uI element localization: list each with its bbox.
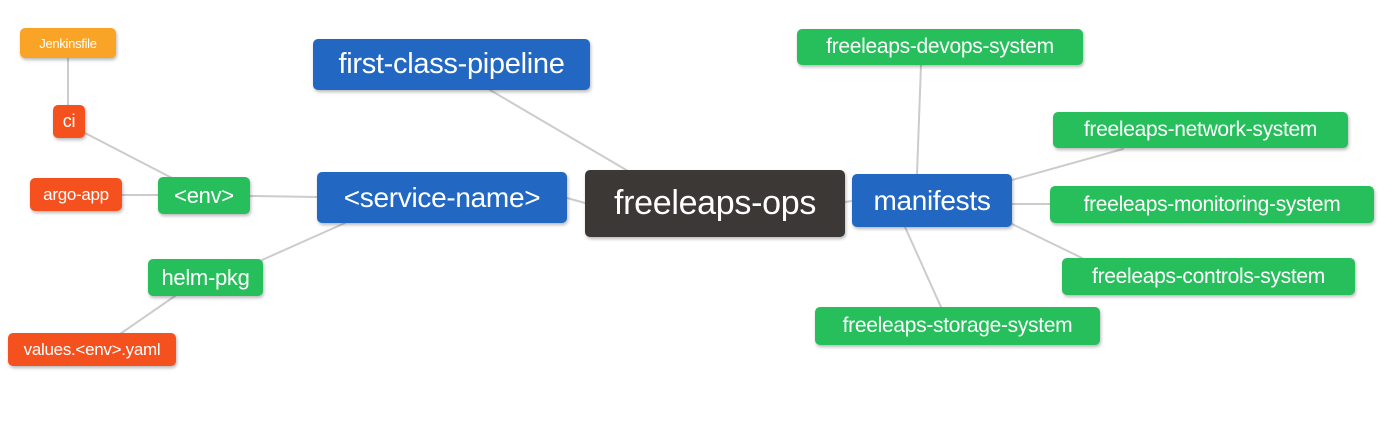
node-freeleaps-ops[interactable]: freeleaps-ops [585,170,845,237]
node-first-class-pipeline[interactable]: first-class-pipeline [313,39,590,90]
node-freeleaps-controls-system[interactable]: freeleaps-controls-system [1062,258,1355,295]
node-freeleaps-monitoring-system[interactable]: freeleaps-monitoring-system [1050,186,1374,223]
node-freeleaps-network-system[interactable]: freeleaps-network-system [1053,112,1348,148]
node-helm-pkg[interactable]: helm-pkg [148,259,263,296]
node-ci[interactable]: ci [53,105,85,138]
node-jenkinsfile[interactable]: Jenkinsfile [20,28,116,58]
node-env[interactable]: <env> [158,177,250,214]
node-values-env-yaml[interactable]: values.<env>.yaml [8,333,176,366]
node-freeleaps-devops-system[interactable]: freeleaps-devops-system [797,29,1083,65]
node-manifests[interactable]: manifests [852,174,1012,227]
node-freeleaps-storage-system[interactable]: freeleaps-storage-system [815,307,1100,345]
node-argo-app[interactable]: argo-app [30,178,122,211]
node-service-name[interactable]: <service-name> [317,172,567,223]
